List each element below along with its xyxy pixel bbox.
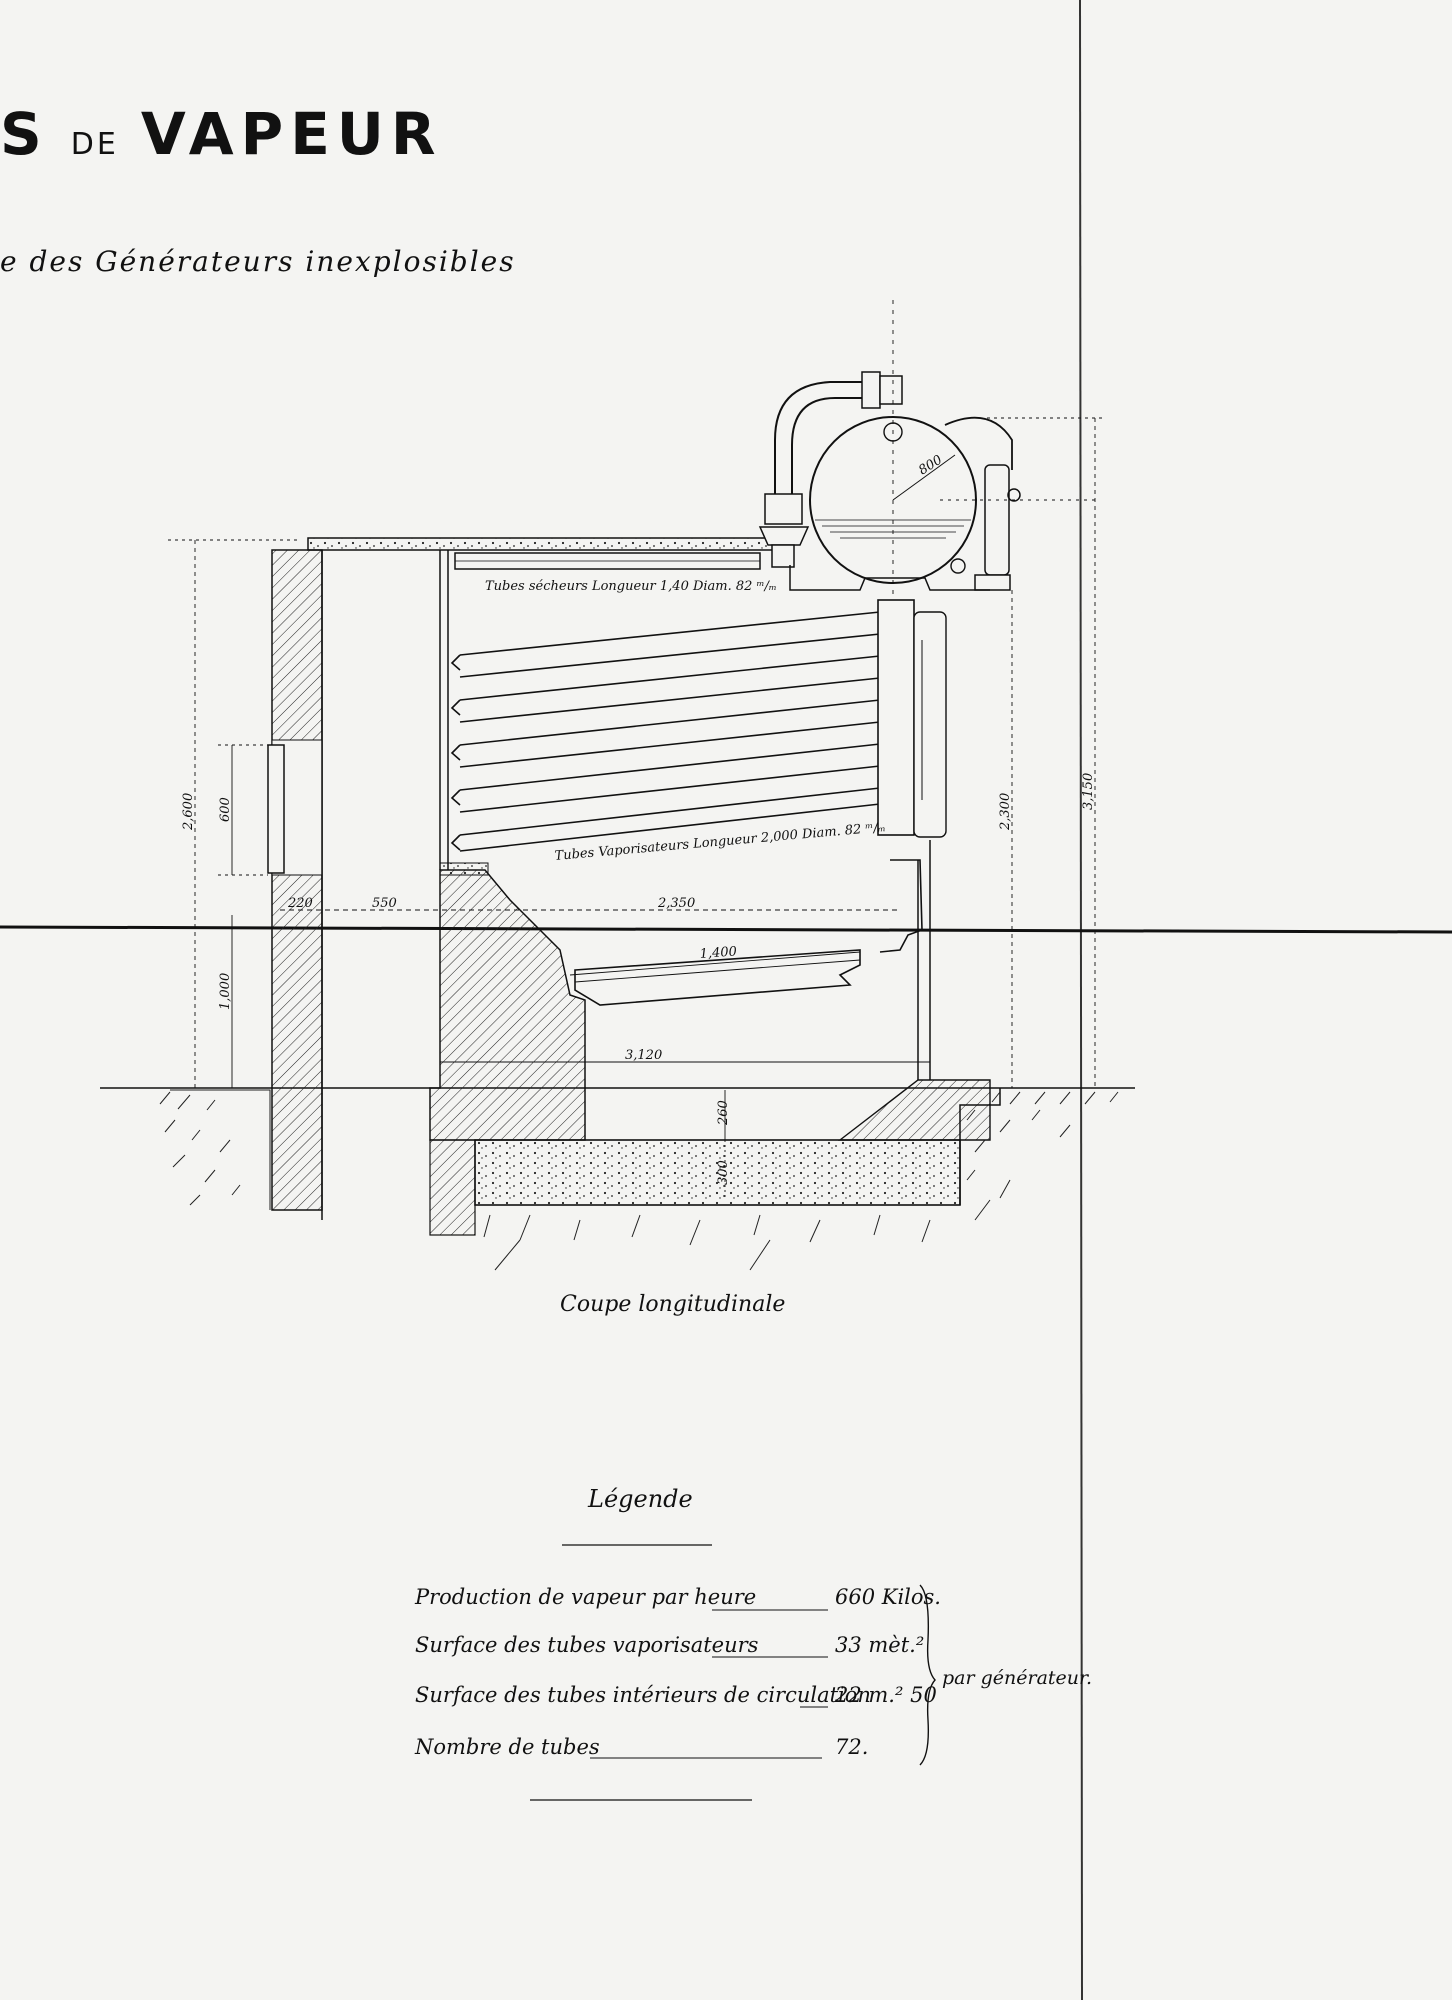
dimension-lines xyxy=(168,300,1105,1200)
page-subtitle: e des Générateurs inexplosibles xyxy=(0,245,516,278)
dim-height-lower: 1,000 xyxy=(218,973,233,1010)
title-right: VAPEUR xyxy=(140,100,443,168)
dim-depth-300: 300 xyxy=(716,1160,731,1185)
dim-height-2300: 2,300 xyxy=(998,793,1013,831)
vaporising-tubes xyxy=(450,611,881,852)
dim-length-1400: 1,400 xyxy=(699,944,737,962)
dim-length-3120: 3,120 xyxy=(625,1048,662,1063)
legend-row-label: Nombre de tubes xyxy=(415,1735,600,1759)
dim-length-2350: 2,350 xyxy=(657,896,695,911)
soil-right xyxy=(483,1091,1119,1271)
dim-wall-width: 220 xyxy=(287,896,313,911)
legend-row-value: 660 Kilos. xyxy=(835,1585,941,1609)
fold-line-horizontal xyxy=(0,925,1452,934)
title-small: DE xyxy=(70,127,119,162)
legend-row-value: 22 m.² 50 xyxy=(835,1683,937,1707)
soil-left xyxy=(159,1089,271,1210)
drawing-caption: Coupe longitudinale xyxy=(560,1292,786,1317)
front-wall xyxy=(271,549,323,1211)
dim-height-opening: 600 xyxy=(218,797,233,822)
dim-depth-260: 260 xyxy=(716,1100,731,1126)
legend-row-value: 72. xyxy=(835,1735,869,1759)
legend-title: Légende xyxy=(588,1485,693,1513)
furnace-masonry xyxy=(429,869,586,1141)
door-frame xyxy=(267,744,285,874)
title-left: S xyxy=(0,100,49,168)
fold-line-vertical xyxy=(1079,0,1083,2000)
legend-group-label: par générateur. xyxy=(942,1667,1093,1689)
dim-height-left: 2,600 xyxy=(181,793,196,831)
legend-row-label: Surface des tubes vaporisateurs xyxy=(415,1633,759,1657)
legend-row-label: Surface des tubes intérieurs de circulat… xyxy=(415,1683,871,1707)
legend-row-label: Production de vapeur par heure xyxy=(415,1585,757,1609)
dim-height-3150: 3,150 xyxy=(1081,773,1096,810)
legend-row-value: 33 mèt.² xyxy=(835,1633,925,1657)
rear-header xyxy=(877,599,915,836)
fire-grate xyxy=(574,949,861,1006)
dim-gap-width: 550 xyxy=(372,896,397,911)
note-upper-tubes: Tubes sécheurs Longueur 1,40 Diam. 82 ᵐ/… xyxy=(485,579,777,594)
page-title: S DE VAPEUR xyxy=(0,100,443,168)
